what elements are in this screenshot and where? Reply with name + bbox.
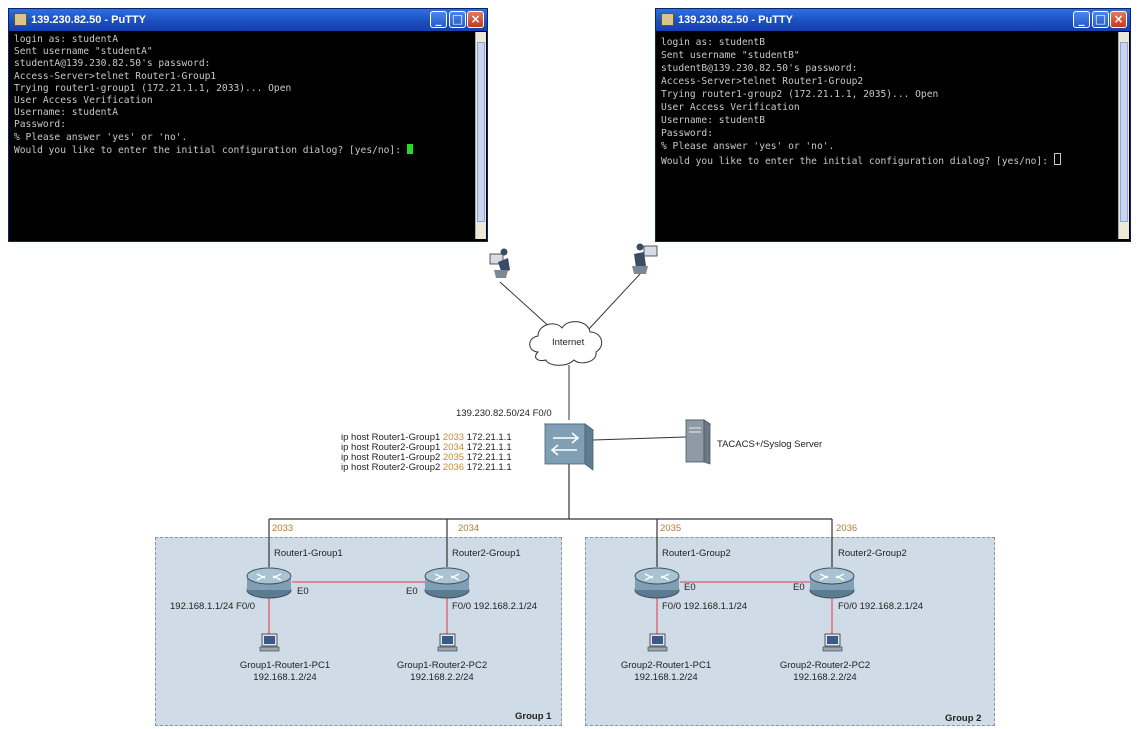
terminal-scrollbar-a[interactable] bbox=[475, 32, 486, 239]
pc-icon-g2r1 bbox=[647, 633, 668, 652]
terminal-cursor bbox=[406, 143, 413, 154]
terminal-line: studentB@139.230.82.50's password: bbox=[661, 63, 858, 74]
putty-titlebar-a[interactable]: 139.230.82.50 - PuTTY _ □ × bbox=[9, 9, 487, 31]
router-name-r1g2: Router1-Group2 bbox=[662, 548, 731, 559]
terminal-line: Trying router1-group1 (172.21.1.1, 2033)… bbox=[14, 82, 292, 94]
router-name-r1g1: Router1-Group1 bbox=[274, 548, 343, 559]
ip-host-entry: ip host Router2-Group2 2036 172.21.1.1 bbox=[341, 462, 512, 473]
internet-label: Internet bbox=[552, 337, 585, 348]
terminal-line: % Please answer 'yes' or 'no'. bbox=[14, 131, 188, 143]
port-label-2036: 2036 bbox=[836, 523, 858, 534]
iface-label-r1g2: F0/0 192.168.1.1/24 bbox=[662, 601, 748, 612]
port-label-2034: 2034 bbox=[458, 523, 480, 534]
terminal-line: login as: studentA bbox=[14, 34, 118, 45]
ip-host-list: ip host Router1-Group1 2033 172.21.1.1 i… bbox=[341, 433, 512, 473]
terminal-line: Username: studentA bbox=[14, 107, 118, 119]
scrollbar-thumb[interactable] bbox=[1120, 42, 1128, 222]
server-tacacs-link bbox=[592, 436, 687, 441]
terminal-line: Sent username "studentB" bbox=[661, 50, 800, 61]
pc-name-g2r2: Group2-Router2-PC2 bbox=[779, 660, 871, 671]
user-b-internet-link bbox=[587, 273, 641, 331]
pc-ip-g2r1: 192.168.1.2/24 bbox=[634, 672, 698, 683]
pc-name-g1r2: Group1-Router2-PC2 bbox=[396, 660, 488, 671]
pc-name-g2r1: Group2-Router1-PC1 bbox=[620, 660, 712, 671]
putty-window-b[interactable]: 139.230.82.50 - PuTTY _ □ × login as: st… bbox=[655, 8, 1131, 242]
putty-window-a[interactable]: 139.230.82.50 - PuTTY _ □ × login as: st… bbox=[8, 8, 488, 242]
terminal-screen-b[interactable]: login as: studentB Sent username "student… bbox=[658, 32, 1117, 239]
terminal-line: Username: studentB bbox=[661, 115, 765, 126]
terminal-prompt: Would you like to enter the initial conf… bbox=[661, 156, 1054, 167]
tacacs-server-label: TACACS+/Syslog Server bbox=[717, 439, 823, 450]
terminal-cursor bbox=[1053, 153, 1061, 165]
terminal-line: User Access Verification bbox=[661, 102, 800, 113]
close-button[interactable]: × bbox=[1110, 11, 1127, 28]
port-label-2035: 2035 bbox=[660, 523, 682, 534]
iface-label-r2g2: F0/0 192.168.2.1/24 bbox=[838, 601, 924, 612]
pc-ip-g2r2: 192.168.2.2/24 bbox=[793, 672, 857, 683]
user-a-internet-link bbox=[499, 281, 554, 331]
router-name-r2g2: Router2-Group2 bbox=[838, 548, 907, 559]
pc-icon-g1r2 bbox=[437, 633, 458, 652]
group1-label: Group 1 bbox=[515, 711, 552, 722]
ip-host-entry: ip host Router1-Group2 2035 172.21.1.1 bbox=[341, 452, 512, 463]
iface-label-r2g1: F0/0 192.168.2.1/24 bbox=[452, 601, 538, 612]
terminal-line: Access-Server>telnet Router1-Group2 bbox=[661, 76, 864, 87]
terminal-prompt-line: Would you like to enter the initial conf… bbox=[661, 153, 1114, 168]
minimize-button[interactable]: _ bbox=[430, 11, 447, 28]
group1-area bbox=[155, 537, 562, 726]
pc-icon-g2r2 bbox=[822, 633, 843, 652]
group2-label: Group 2 bbox=[945, 713, 982, 724]
port-label-2033: 2033 bbox=[272, 523, 294, 534]
pc-icon-g1r1 bbox=[259, 633, 280, 652]
iface-label-r1g1: 192.168.1.1/24 F0/0 bbox=[170, 601, 256, 612]
ip-host-entry: ip host Router1-Group1 2033 172.21.1.1 bbox=[341, 432, 512, 443]
window-title: 139.230.82.50 - PuTTY bbox=[678, 14, 793, 26]
pc-ip-g1r2: 192.168.2.2/24 bbox=[410, 672, 474, 683]
e0-label-r1g2: E0 bbox=[684, 582, 696, 593]
router-icon-r2g1 bbox=[424, 567, 470, 599]
router-icon-r2g2 bbox=[809, 567, 855, 599]
terminal-line: login as: studentB bbox=[661, 37, 765, 48]
e0-label-r2g1: E0 bbox=[406, 586, 418, 597]
tacacs-server-icon bbox=[684, 419, 712, 465]
router-icon-r1g1 bbox=[246, 567, 292, 599]
terminal-prompt-line: Would you like to enter the initial conf… bbox=[14, 143, 471, 157]
server-interface-label: 139.230.82.50/24 F0/0 bbox=[456, 408, 552, 419]
e0-label-r2g2: E0 bbox=[793, 582, 805, 593]
window-title: 139.230.82.50 - PuTTY bbox=[31, 14, 146, 26]
router-icon-r1g2 bbox=[634, 567, 680, 599]
terminal-line: Sent username "studentA" bbox=[14, 46, 153, 58]
terminal-line: Password: bbox=[14, 119, 66, 131]
e0-label-r1g1: E0 bbox=[297, 586, 309, 597]
pc-name-g1r1: Group1-Router1-PC1 bbox=[239, 660, 331, 671]
terminal-prompt: Would you like to enter the initial conf… bbox=[14, 144, 407, 156]
putty-app-icon bbox=[14, 13, 27, 26]
terminal-line: studentA@139.230.82.50's password: bbox=[14, 58, 211, 70]
minimize-button[interactable]: _ bbox=[1073, 11, 1090, 28]
scrollbar-thumb[interactable] bbox=[477, 42, 485, 222]
terminal-scrollbar-b[interactable] bbox=[1118, 32, 1129, 239]
maximize-button[interactable]: □ bbox=[1092, 11, 1109, 28]
close-button[interactable]: × bbox=[467, 11, 484, 28]
putty-titlebar-b[interactable]: 139.230.82.50 - PuTTY _ □ × bbox=[656, 9, 1130, 31]
pc-ip-g1r1: 192.168.1.2/24 bbox=[253, 672, 317, 683]
maximize-button[interactable]: □ bbox=[449, 11, 466, 28]
putty-app-icon bbox=[661, 13, 674, 26]
terminal-line: Trying router1-group2 (172.21.1.1, 2035)… bbox=[661, 89, 939, 100]
access-server-icon bbox=[543, 423, 595, 471]
ip-host-entry: ip host Router2-Group1 2034 172.21.1.1 bbox=[341, 442, 512, 453]
user-a-icon bbox=[489, 248, 510, 278]
terminal-line: % Please answer 'yes' or 'no'. bbox=[661, 141, 835, 152]
user-b-icon bbox=[632, 243, 658, 274]
internet-cloud-icon bbox=[529, 321, 603, 366]
terminal-line: Access-Server>telnet Router1-Group1 bbox=[14, 70, 217, 82]
terminal-line: User Access Verification bbox=[14, 95, 153, 107]
router-name-r2g1: Router2-Group1 bbox=[452, 548, 521, 559]
terminal-line: Password: bbox=[661, 128, 713, 139]
